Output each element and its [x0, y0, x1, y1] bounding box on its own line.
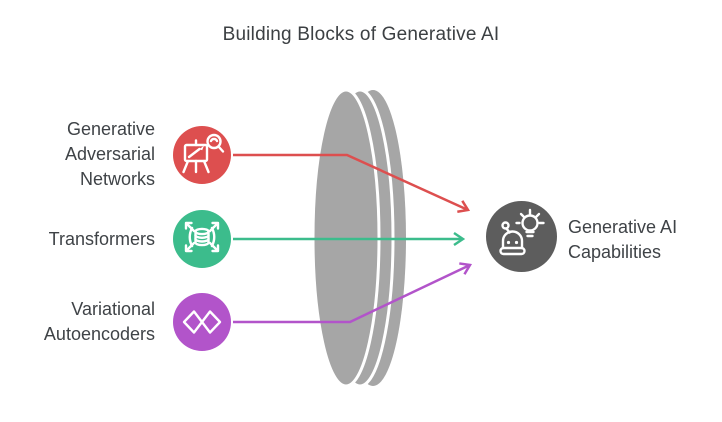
- genai-capabilities-node: [486, 201, 557, 272]
- infinity-icon: [182, 310, 222, 334]
- diagram-title: Building Blocks of Generative AI: [222, 24, 500, 45]
- gan-label: Generative Adversarial Networks: [64, 119, 155, 189]
- gan-node: [173, 126, 231, 184]
- robot-lightbulb-icon: [499, 208, 545, 256]
- database-expand-icon: [184, 221, 220, 253]
- genai-capabilities-label: Generative AI Capabilities: [568, 217, 678, 262]
- vae-arrow: [233, 265, 470, 324]
- gan-node-circle: [173, 126, 231, 184]
- gan-arrow: [233, 153, 468, 210]
- transformers-node: [173, 210, 231, 268]
- vae-label: Variational Autoencoders: [43, 299, 155, 344]
- transformers-label: Transformers: [48, 229, 155, 249]
- easel-magnifier-icon: [182, 133, 225, 174]
- vae-node: [173, 293, 231, 351]
